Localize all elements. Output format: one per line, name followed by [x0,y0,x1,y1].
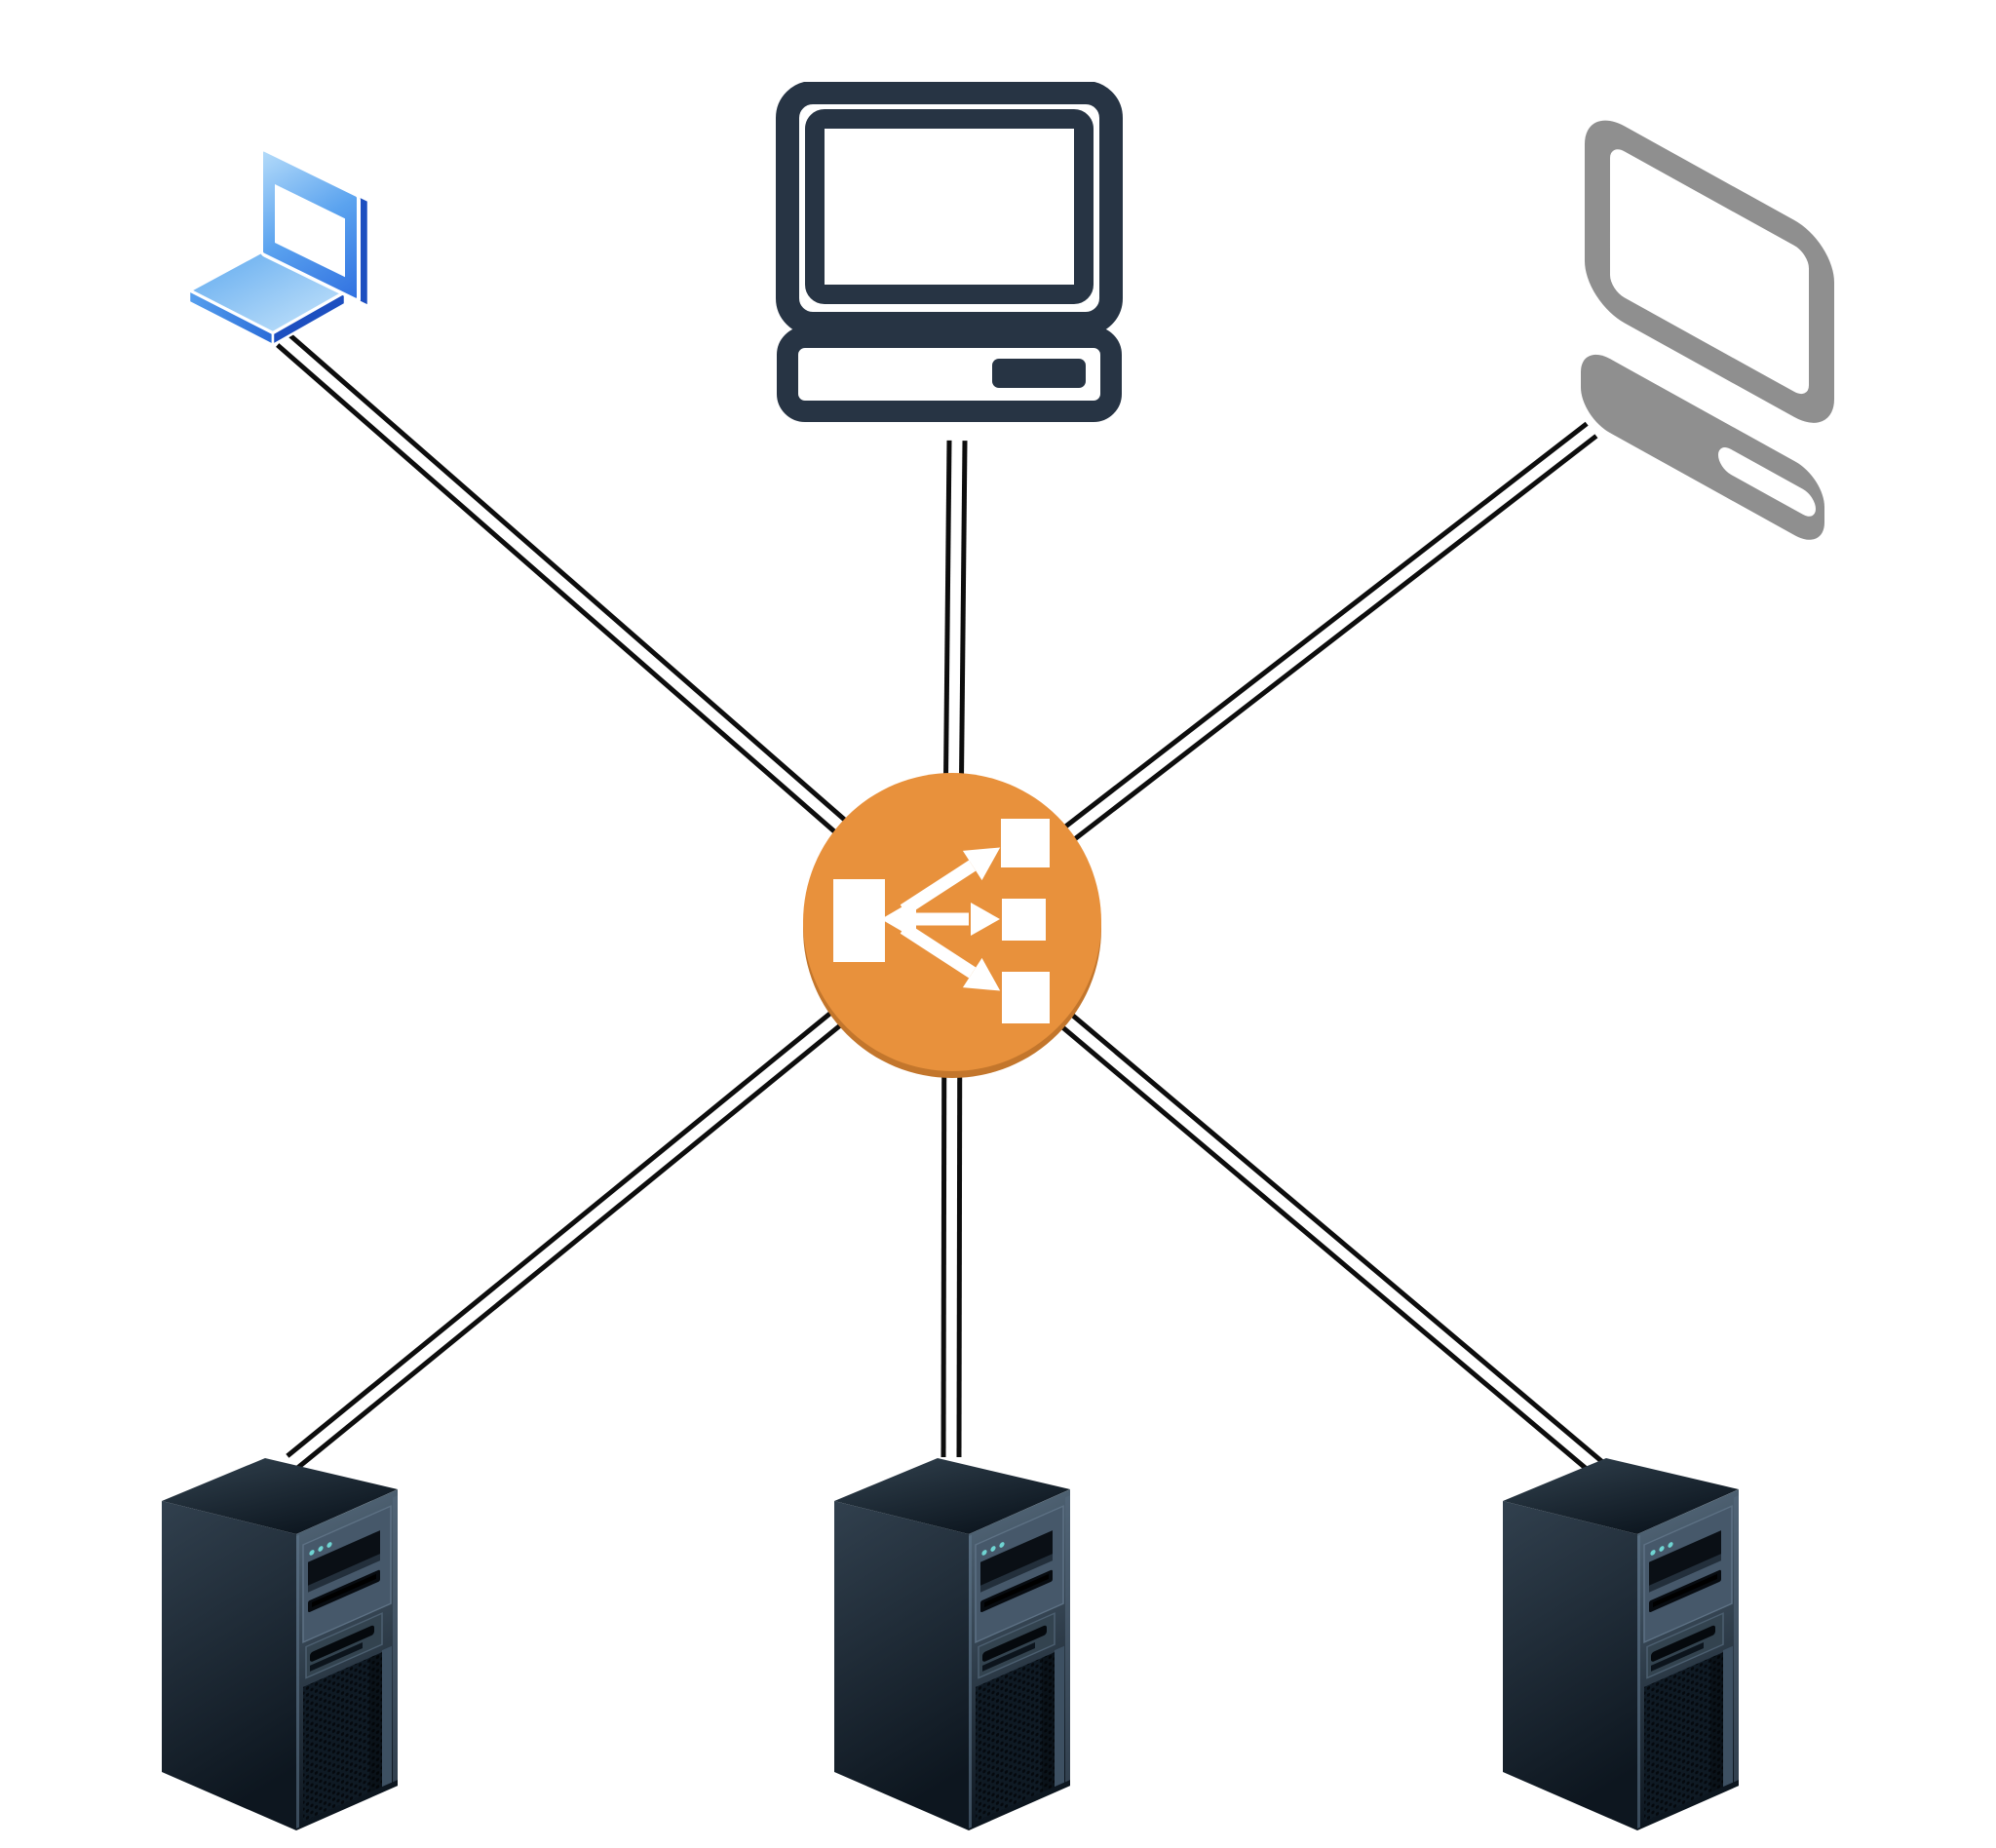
laptop-base-right-edge [271,290,347,347]
server-1-icon [148,1444,411,1834]
desktop-monitor-screen [805,109,1094,304]
elb-arrows-glyph [833,819,1050,1023]
laptop-screen-display [275,183,345,278]
client-desktop-icon [776,82,1123,422]
desktop-drive-slot [992,359,1086,388]
gray-laptop-base [1581,354,1824,540]
server-3-icon [1489,1444,1752,1834]
elb-left-arrowhead [881,899,916,940]
elb-source-rect [833,879,885,962]
elb-target-square-top [1001,819,1050,867]
client-laptop-gray-icon [1581,120,1834,540]
desktop-system-unit [777,327,1122,422]
laptop-screen [259,147,370,308]
gray-laptop-base-slot [1718,447,1816,517]
load-balancer-icon [803,773,1101,1078]
elb-target-square-bottom [1002,972,1050,1023]
client-laptop-blue-icon [187,147,370,347]
elb-target-square-middle [1002,899,1046,941]
gray-laptop-screen-frame [1585,120,1834,423]
server-2-icon [821,1444,1084,1834]
